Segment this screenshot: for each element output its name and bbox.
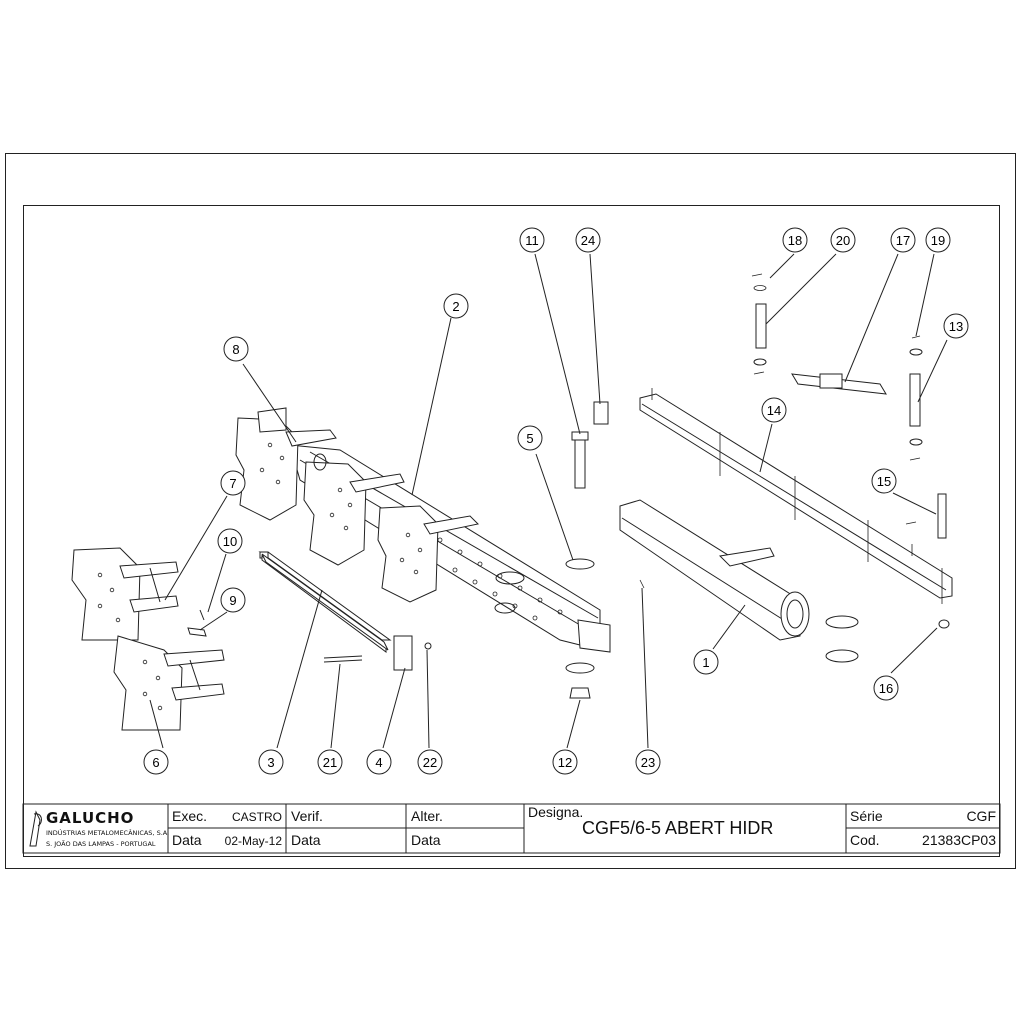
svg-text:2: 2 <box>452 299 459 314</box>
svg-text:15: 15 <box>877 474 891 489</box>
balloon-2: 2 <box>443 293 469 319</box>
svg-text:12: 12 <box>558 755 572 770</box>
company-name: GALUCHO <box>46 809 135 827</box>
date-label-verif: Data <box>291 832 321 848</box>
designation-label: Designa. <box>528 804 584 820</box>
svg-text:21: 21 <box>323 755 337 770</box>
date-label-exec: Data <box>172 832 202 848</box>
pin-and-clip-parts <box>187 609 207 637</box>
beam-bracket-plates <box>235 407 480 603</box>
bolt-plate-nut-parts <box>323 635 432 671</box>
balloon-7: 7 <box>220 470 246 496</box>
svg-text:1: 1 <box>702 655 709 670</box>
serie-label: Série <box>850 808 883 824</box>
svg-text:4: 4 <box>375 755 382 770</box>
swing-arm-part <box>619 499 859 663</box>
svg-text:17: 17 <box>896 233 910 248</box>
part-balloons: 1 2 3 4 5 6 7 8 9 10 11 12 13 14 15 16 1… <box>143 227 969 775</box>
balloon-15: 15 <box>871 468 897 494</box>
svg-text:16: 16 <box>879 681 893 696</box>
svg-text:11: 11 <box>525 233 539 248</box>
balloon-9: 9 <box>220 587 246 613</box>
balloon-11: 11 <box>519 227 545 253</box>
exec-label: Exec. <box>172 808 208 824</box>
svg-text:8: 8 <box>232 342 239 357</box>
date-value-exec: 02-May-12 <box>224 834 282 848</box>
main-beam-part <box>289 444 611 653</box>
leader-lines <box>149 253 948 749</box>
svg-text:24: 24 <box>581 233 595 248</box>
left-bracket-assemblies <box>71 547 225 731</box>
balloon-21: 21 <box>317 749 343 775</box>
designation-value: CGF5/6-5 ABERT HIDR <box>582 818 774 838</box>
balloon-5: 5 <box>517 425 543 451</box>
company-line-1: INDÚSTRIAS METALOMECÂNICAS, S.A. <box>46 829 170 837</box>
long-plate-part <box>258 551 392 653</box>
balloon-18: 18 <box>782 227 808 253</box>
svg-text:9: 9 <box>229 593 236 608</box>
svg-text:18: 18 <box>788 233 802 248</box>
svg-text:3: 3 <box>267 755 274 770</box>
serie-value: CGF <box>966 808 996 824</box>
verif-label: Verif. <box>291 808 323 824</box>
small-pins <box>639 273 921 589</box>
hydraulic-cylinder-part <box>753 303 950 629</box>
balloon-10: 10 <box>217 528 243 554</box>
svg-text:20: 20 <box>836 233 850 248</box>
balloon-12: 12 <box>552 749 578 775</box>
svg-text:10: 10 <box>223 534 237 549</box>
balloon-24: 24 <box>575 227 601 253</box>
svg-text:19: 19 <box>931 233 945 248</box>
balloon-22: 22 <box>417 749 443 775</box>
balloon-16: 16 <box>873 675 899 701</box>
svg-text:14: 14 <box>767 403 781 418</box>
exec-value: CASTRO <box>231 810 282 824</box>
date-label-alter: Data <box>411 832 441 848</box>
cod-label: Cod. <box>850 832 880 848</box>
title-block-grid <box>22 803 1001 854</box>
drawing-frame <box>23 205 1000 857</box>
svg-text:5: 5 <box>526 431 533 446</box>
svg-text:23: 23 <box>641 755 655 770</box>
balloon-23: 23 <box>635 749 661 775</box>
balloon-19: 19 <box>925 227 951 253</box>
washer-parts <box>565 558 595 699</box>
svg-text:7: 7 <box>229 476 236 491</box>
cod-value: 21383CP03 <box>922 832 996 848</box>
svg-text:6: 6 <box>152 755 159 770</box>
balloon-4: 4 <box>366 749 392 775</box>
company-line-2: S. JOÃO DAS LAMPAS - PORTUGAL <box>46 840 156 848</box>
svg-text:13: 13 <box>949 319 963 334</box>
balloon-20: 20 <box>830 227 856 253</box>
upper-beam-part <box>639 388 953 604</box>
balloon-14: 14 <box>761 397 787 423</box>
svg-text:22: 22 <box>423 755 437 770</box>
bolt-and-nut-parts <box>571 401 609 489</box>
balloon-17: 17 <box>890 227 916 253</box>
balloon-8: 8 <box>223 336 249 362</box>
company-logo-icon <box>29 810 42 847</box>
balloon-6: 6 <box>143 749 169 775</box>
balloon-13: 13 <box>943 313 969 339</box>
balloon-1: 1 <box>693 649 719 675</box>
drawing-sheet-border <box>5 153 1016 869</box>
alter-label: Alter. <box>411 808 443 824</box>
balloon-3: 3 <box>258 749 284 775</box>
